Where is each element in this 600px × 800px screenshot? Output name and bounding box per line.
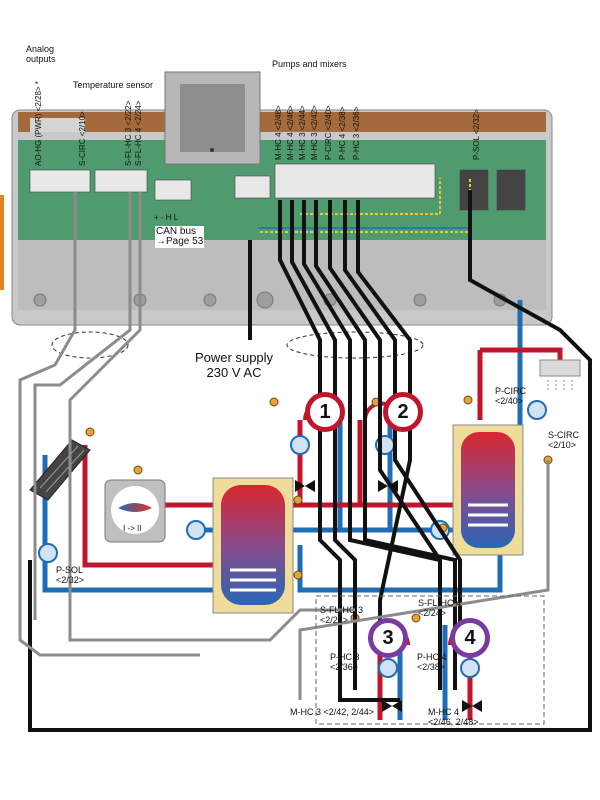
- p-circ-terminal: <2/40>: [495, 396, 524, 406]
- power-supply-label: Power supply 230 V AC: [195, 350, 273, 380]
- heating-circuit-1-badge: 1: [305, 392, 345, 432]
- p-hc3-name: P-HC 3: [330, 652, 360, 662]
- s-fl-hc3-label: S-FL-HC 3 <2/22>: [320, 605, 363, 625]
- p-hc4-name: P-HC 4: [417, 652, 447, 662]
- terminal-label-p-hc4: P-HC 4 <2/38>: [338, 106, 347, 160]
- analog-outputs-line2: outputs: [26, 54, 56, 64]
- terminal-label-m-hc3-42: M-HC 3 <2/42>: [310, 105, 319, 160]
- can-bus-page-link: →Page 53: [156, 236, 204, 247]
- analog-outputs-label: Analog outputs: [26, 44, 56, 64]
- solar-collector: [29, 439, 91, 501]
- boiler-stage-label: I -> II: [123, 524, 142, 533]
- s-circ-label: S-CIRC <2/10>: [548, 430, 579, 450]
- can-bus-title: CAN bus: [156, 226, 197, 237]
- p-hc4-label: P-HC 4 <2/38>: [417, 652, 447, 672]
- m-hc4-label: M-HC 4 <2/46, 2/48>: [428, 707, 479, 727]
- terminal-label-ao-hg: AO-HG (PWR) <2/28> *: [34, 81, 43, 166]
- terminal-block-right: [234, 163, 526, 211]
- heating-circuit-4-badge: 4: [450, 618, 490, 658]
- dhw-tank: [452, 424, 524, 556]
- buffer-tank: [212, 477, 294, 614]
- p-circ-name: P-CIRC: [495, 386, 526, 396]
- shower: [539, 359, 581, 392]
- sensor-cables: [18, 192, 550, 700]
- terminal-label-m-hc4-46: M-HC 4 <2/46>: [286, 105, 295, 160]
- s-circ-terminal: <2/10>: [548, 440, 577, 450]
- temperature-sensor-label: Temperature sensor: [73, 80, 154, 90]
- terminal-label-p-circ: P-CIRC <2/40>: [324, 105, 333, 160]
- m-hc3-label: M-HC 3 <2/42, 2/44>: [290, 707, 375, 717]
- terminal-label-s-circ: S-CIRC <2/10>: [78, 111, 87, 166]
- controller-housing: [11, 71, 553, 359]
- p-sol-name: P-SOL: [56, 565, 84, 575]
- m-hc4-terminal: <2/46, 2/48>: [428, 717, 479, 727]
- can-bus-pins: + - H L: [154, 213, 179, 222]
- p-hc3-label: P-HC 3 <2/36>: [330, 652, 360, 672]
- terminal-label-s-fl-hc4: S-FL-HC 4 <2/24>: [134, 100, 143, 166]
- s-fl-hc4-terminal: <2/24>: [418, 608, 447, 618]
- heating-circuit-2-badge: 2: [383, 392, 423, 432]
- terminal-label-p-hc3: P-HC 3 <2/36>: [352, 106, 361, 160]
- terminal-label-p-sol: P-SOL <2/32>: [472, 109, 481, 160]
- m-hc4-name: M-HC 4: [428, 707, 459, 717]
- p-sol-label: P-SOL <2/32>: [56, 565, 84, 585]
- analog-outputs-line1: Analog: [26, 44, 55, 54]
- s-fl-hc3-terminal: <2/22>: [320, 615, 349, 625]
- terminal-label-s-fl-hc3: S-FL-HC 3 <2/22>: [124, 100, 133, 166]
- s-fl-hc4-label: S-FL-HC 4 <2/24>: [418, 598, 461, 618]
- s-fl-hc3-name: S-FL-HC 3: [320, 605, 364, 615]
- terminal-label-m-hc4-48: M-HC 4 <2/48>: [274, 105, 283, 160]
- s-circ-name: S-CIRC: [548, 430, 579, 440]
- terminal-label-m-hc3-44: M-HC 3 <2/44>: [298, 105, 307, 160]
- power-supply-line1: Power supply: [195, 350, 274, 365]
- p-hc3-terminal: <2/36>: [330, 662, 359, 672]
- boiler: [104, 479, 166, 543]
- pumps-and-mixers-label: Pumps and mixers: [272, 59, 347, 69]
- control-cables: [28, 190, 592, 732]
- p-circ-label: P-CIRC <2/40>: [495, 386, 526, 406]
- mixer-valves: [295, 480, 482, 712]
- power-supply-line2: 230 V AC: [206, 365, 262, 380]
- terminal-block-left: [29, 169, 192, 201]
- s-fl-hc4-name: S-FL-HC 4: [418, 598, 462, 608]
- p-sol-terminal: <2/32>: [56, 575, 85, 585]
- p-hc4-terminal: <2/38>: [417, 662, 446, 672]
- can-bus-label: CAN bus →Page 53: [155, 226, 205, 248]
- heating-circuit-3-badge: 3: [368, 618, 408, 658]
